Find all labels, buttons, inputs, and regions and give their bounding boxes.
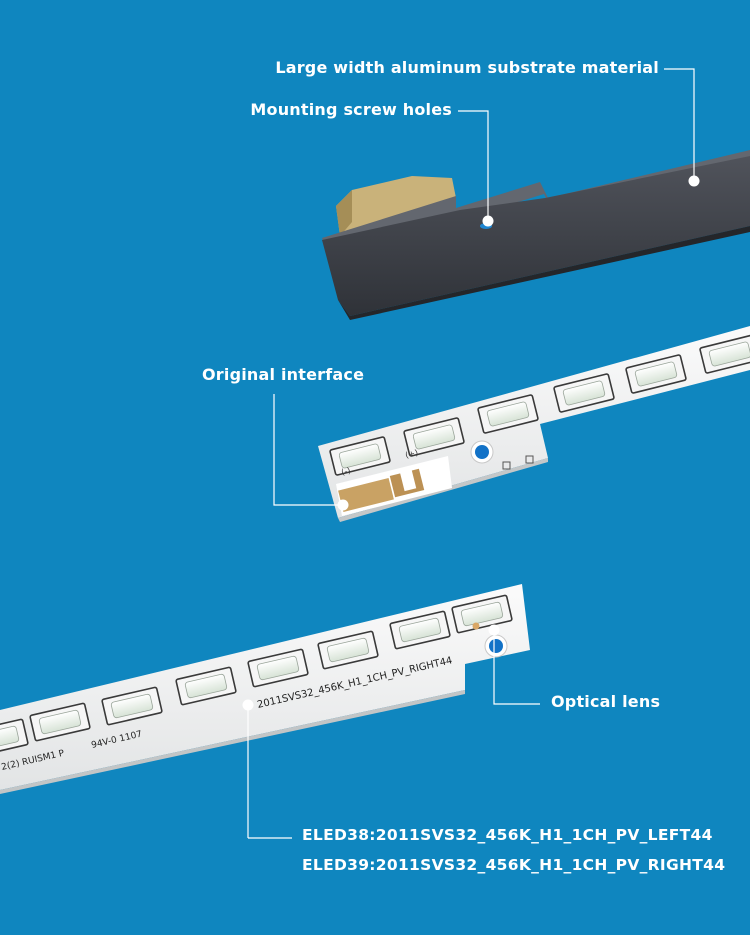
led-row-bottom <box>0 594 513 758</box>
led-chip <box>477 394 539 434</box>
label-screw-holes: Mounting screw holes <box>250 100 452 119</box>
led-chip <box>29 702 91 742</box>
connector <box>336 456 452 516</box>
label-substrate: Large width aluminum substrate material <box>275 58 659 77</box>
led-strip <box>0 584 530 794</box>
callout-dot-lens <box>488 624 500 636</box>
callout-lines <box>247 68 695 839</box>
led-chip <box>329 436 391 476</box>
led-chip <box>403 417 465 457</box>
led-chip <box>0 718 29 758</box>
callout-dot-model <box>242 699 254 711</box>
led-chip <box>175 666 237 706</box>
led-chip <box>317 630 379 670</box>
led-chip <box>247 648 309 688</box>
aluminum-substrate <box>322 150 750 320</box>
led-chip <box>101 686 163 726</box>
pcb-pad <box>502 461 511 470</box>
strip-hole-inner <box>489 639 503 653</box>
label-model-left: ELED38:2011SVS32_456K_H1_1CH_PV_LEFT44 <box>302 826 713 844</box>
polarity-neg-mark: (-) <box>340 466 351 477</box>
led-chip <box>389 610 451 650</box>
callout-dot-interface <box>337 499 349 511</box>
callout-dot-substrate <box>688 175 700 187</box>
led-chip <box>553 373 615 413</box>
led-chip <box>625 354 687 394</box>
pcb-screw-hole-inner <box>475 445 489 459</box>
label-optical-lens: Optical lens <box>551 692 661 711</box>
label-model-right: ELED39:2011SVS32_456K_H1_1CH_PV_RIGHT44 <box>302 856 726 874</box>
polarity-pos-mark: (+) <box>404 448 419 460</box>
label-interface: Original interface <box>202 365 365 384</box>
led-row-middle <box>329 334 750 476</box>
led-chip <box>451 594 513 634</box>
pcb-pad <box>525 455 534 464</box>
led-chip <box>699 334 750 374</box>
callout-dot-screw <box>482 215 494 227</box>
optical-lens-dot <box>472 622 480 630</box>
